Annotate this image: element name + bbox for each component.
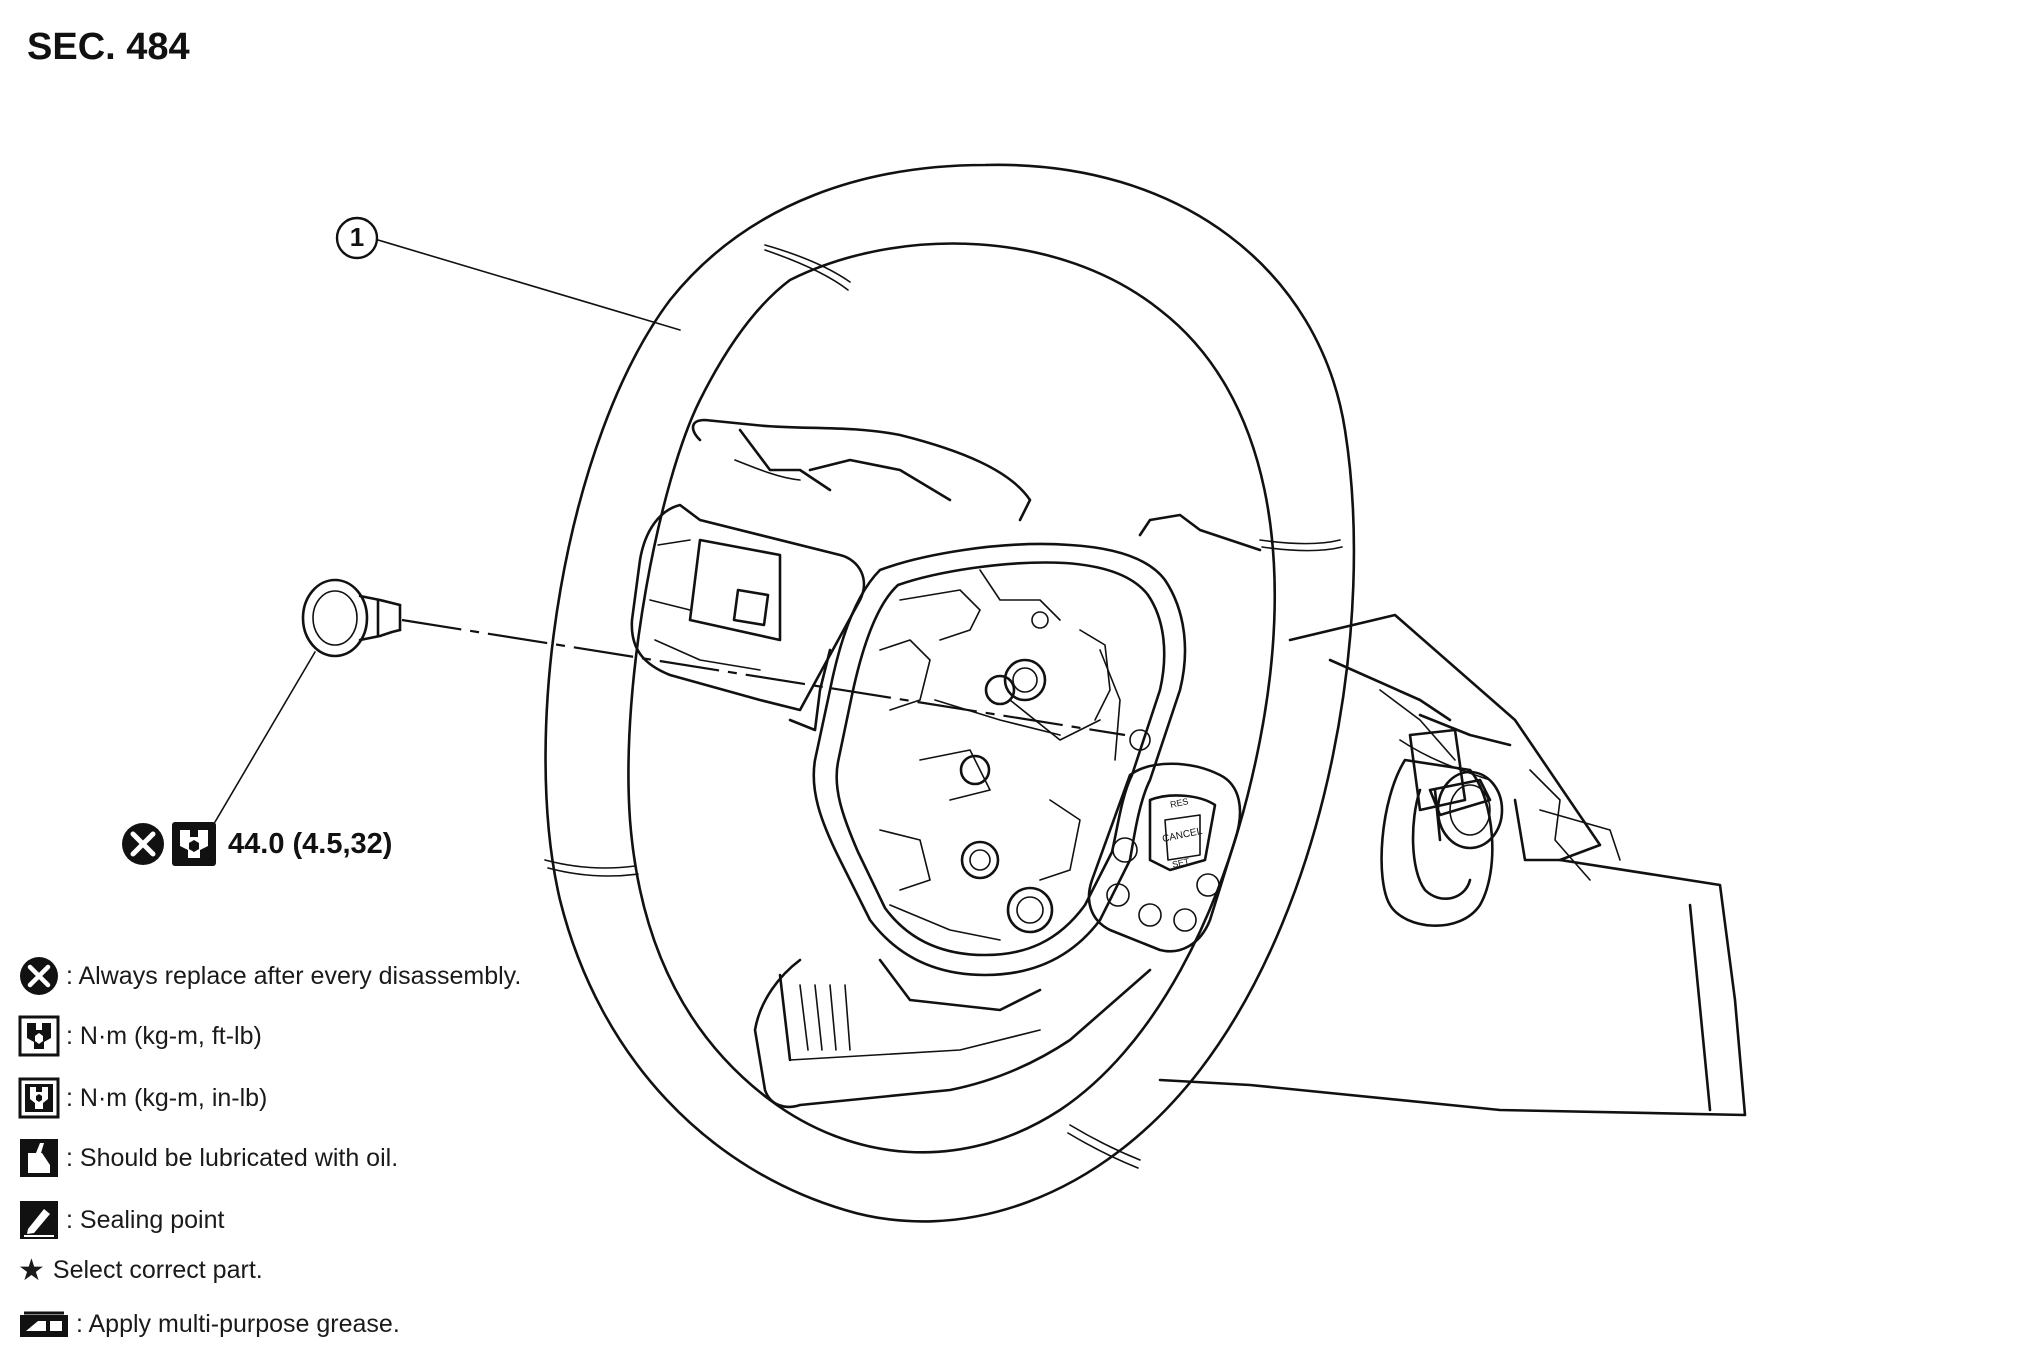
bottom-spoke xyxy=(753,958,1152,1109)
legend-row-torque-in-lb: : N·m (kg-m, in-lb) xyxy=(18,1077,267,1119)
bolt-torque-spec: 44.0 (4.5,32) xyxy=(120,820,392,868)
legend-row-oil: : Should be lubricated with oil. xyxy=(18,1137,398,1179)
upper-spoke xyxy=(691,418,1262,552)
sealing-point-icon xyxy=(18,1199,60,1241)
steering-column xyxy=(1158,613,1747,1117)
replace-icon xyxy=(18,955,60,997)
section-number: SEC. 484 xyxy=(27,26,190,68)
legend-row-sealing: : Sealing point xyxy=(18,1199,224,1241)
callout-1-marker xyxy=(335,216,379,260)
torque-value: 44.0 (4.5,32) xyxy=(228,827,393,860)
torque-nm-ft-lb-icon xyxy=(172,822,216,866)
bolt-leader xyxy=(214,651,316,823)
oil-can-icon xyxy=(18,1137,60,1179)
star-icon: ★ xyxy=(18,1254,45,1287)
legend-row-star: ★ Select correct part. xyxy=(18,1254,263,1287)
bolt-centerline xyxy=(401,618,1126,737)
center-hub-frame xyxy=(812,542,1187,977)
left-spoke xyxy=(630,503,866,732)
torque-nm-in-lb-icon xyxy=(18,1077,60,1119)
replace-icon xyxy=(122,823,164,865)
steering-wheel-rim xyxy=(544,163,1356,1223)
bolt xyxy=(301,578,402,658)
legend-row-replace: : Always replace after every disassembly… xyxy=(18,955,521,997)
legend-row-torque-ft-lb: : N·m (kg-m, ft-lb) xyxy=(18,1015,262,1057)
right-spoke-switches xyxy=(1087,762,1242,953)
callout-1-leader xyxy=(377,239,681,331)
torque-nm-ft-lb-icon xyxy=(18,1015,60,1057)
legend-row-grease: : Apply multi-purpose grease. xyxy=(18,1307,400,1341)
callout-1-number: 1 xyxy=(349,222,365,252)
grease-icon xyxy=(18,1307,70,1341)
